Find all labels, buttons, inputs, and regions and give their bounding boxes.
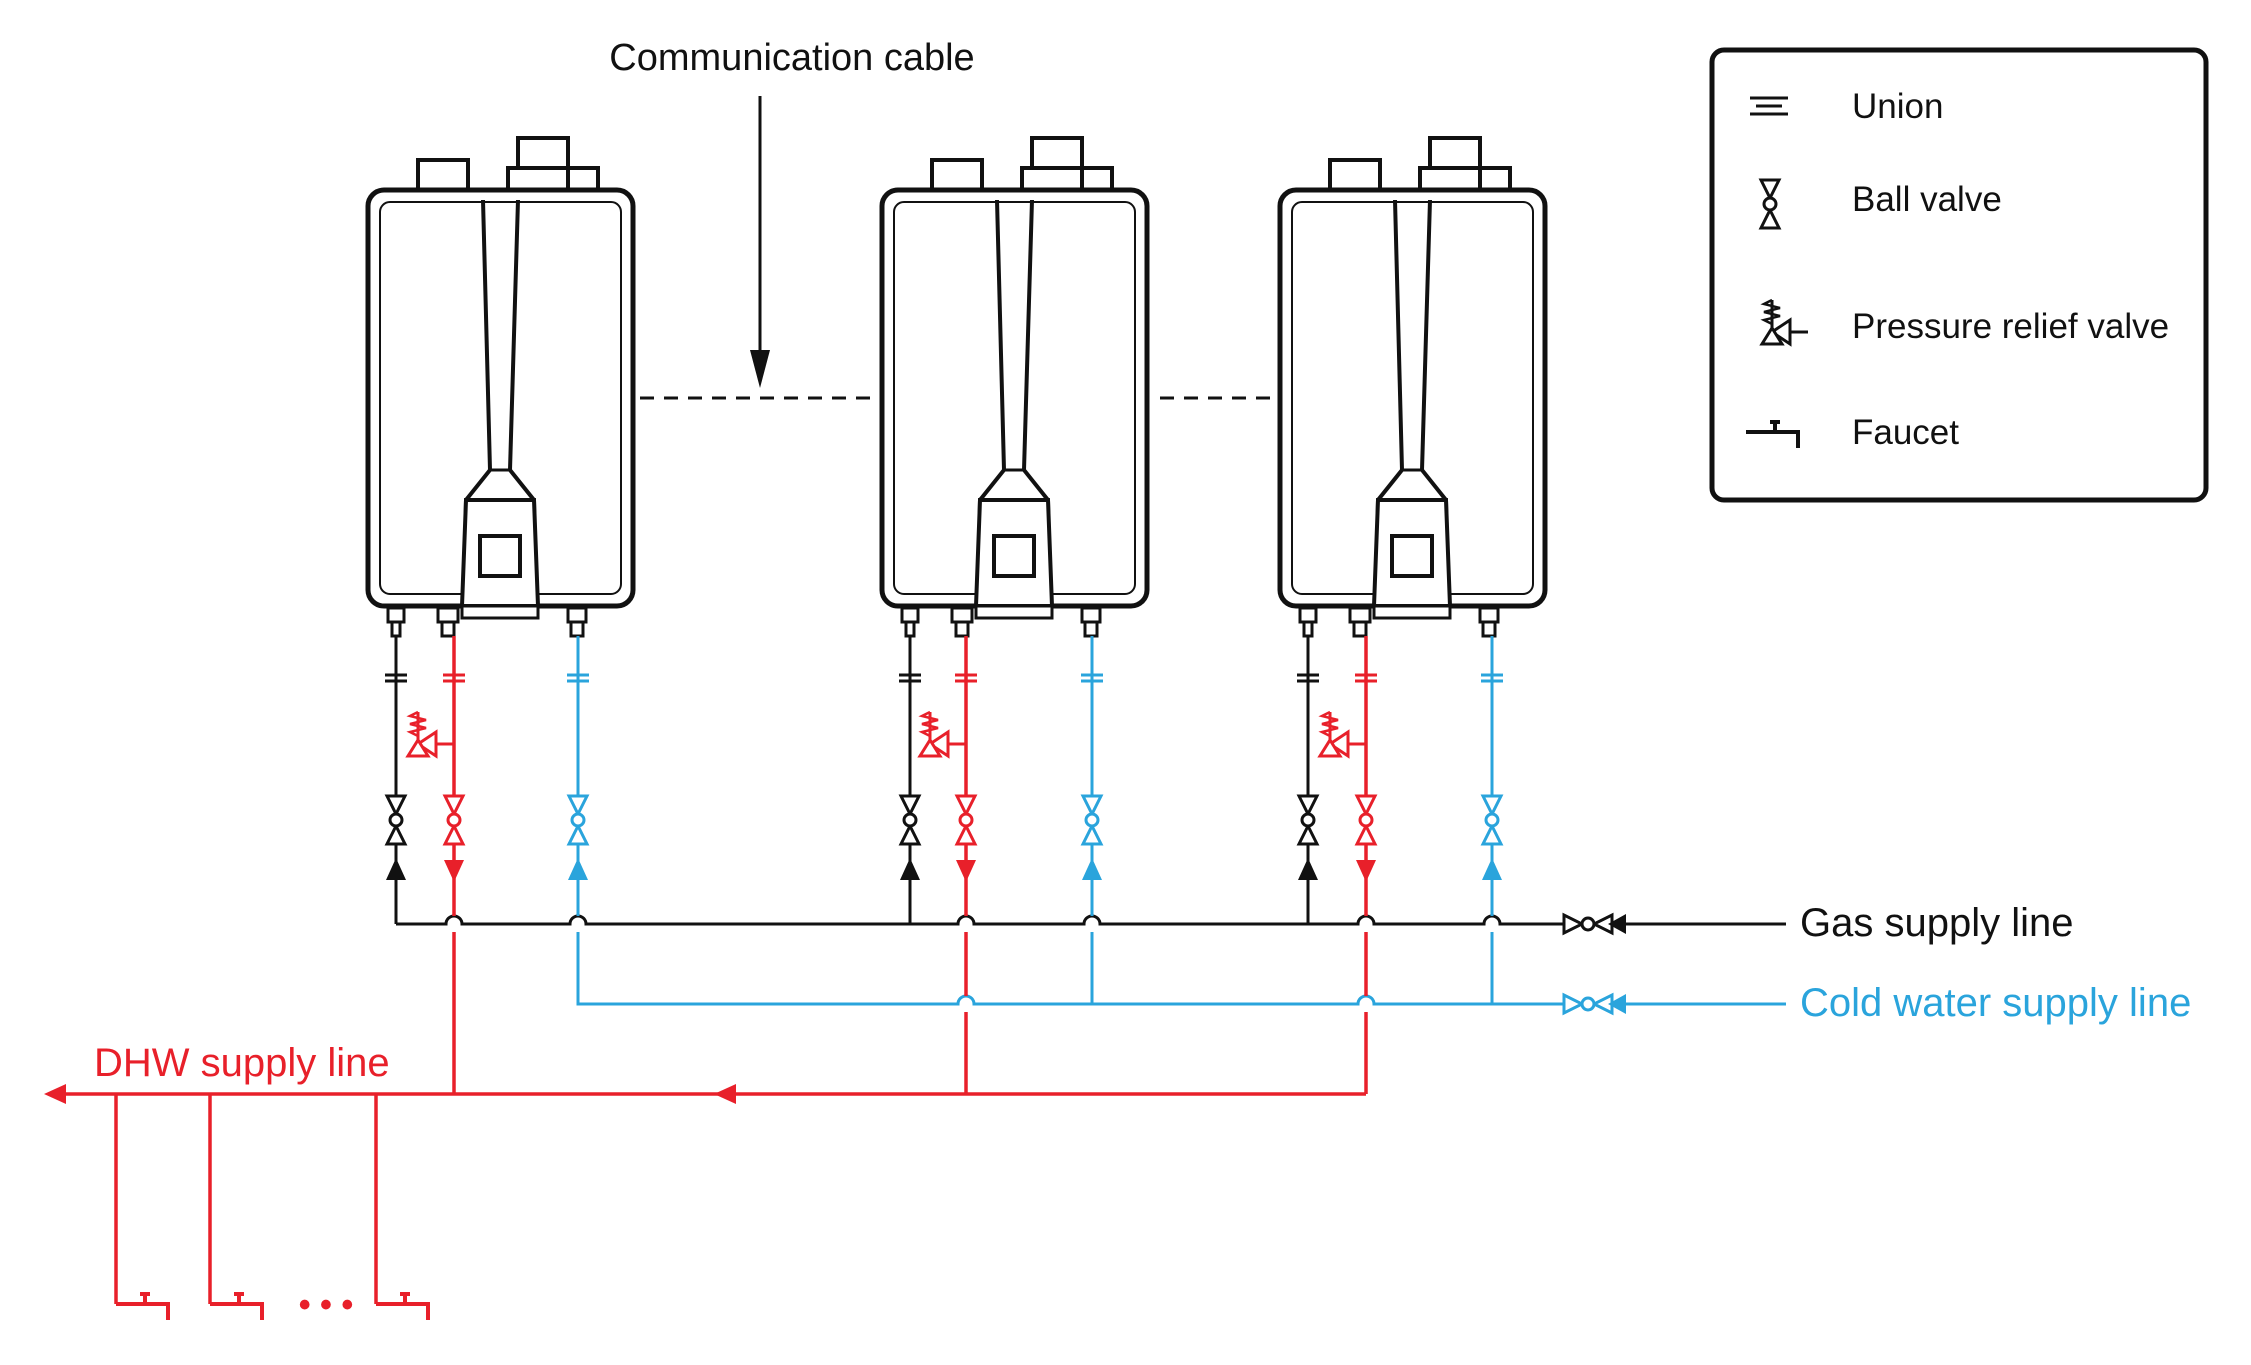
dhw-piping [60, 636, 1368, 1304]
dhw-supply-label: DHW supply line [94, 1041, 390, 1085]
legend-label-faucet: Faucet [1852, 413, 1959, 452]
cold-water-supply-label: Cold water supply line [1800, 981, 2191, 1025]
faucet-icon [114, 1292, 170, 1322]
unit-1-fittings [383, 636, 591, 882]
water-heater-1 [368, 138, 633, 636]
legend-label-union: Union [1852, 87, 1943, 126]
dhw-flow-arrow-end [44, 1084, 66, 1104]
legend-label-ball-valve: Ball valve [1852, 180, 2002, 219]
communication-cable-arrow [750, 96, 770, 388]
water-heater-2 [882, 138, 1147, 636]
communication-cable-label: Communication cable [609, 37, 974, 79]
dhw-flow-arrow-main [714, 1084, 736, 1104]
gas-supply-valve [1562, 913, 1614, 935]
water-heater-3 [1280, 138, 1545, 636]
faucet-icon [374, 1292, 430, 1322]
legend-label-pressure-relief-valve: Pressure relief valve [1852, 307, 2169, 346]
unit-2-fittings [897, 673, 1105, 882]
ball-valve-icon [1759, 178, 1781, 230]
cold-water-flow-arrow [1608, 994, 1626, 1014]
gas-supply-label: Gas supply line [1800, 901, 2073, 945]
more-faucets-ellipsis: • • • [299, 1286, 354, 1324]
cold-water-piping [576, 636, 1786, 1006]
gas-piping [394, 636, 1786, 926]
union-icon [1750, 96, 1788, 116]
unit-3-fittings [1295, 673, 1505, 882]
cold-water-supply-valve [1562, 993, 1614, 1015]
legend: Union Ball valve Pressure relief valve F… [1709, 47, 2209, 503]
faucet-icon [208, 1292, 264, 1322]
gas-flow-arrow [1608, 914, 1626, 934]
